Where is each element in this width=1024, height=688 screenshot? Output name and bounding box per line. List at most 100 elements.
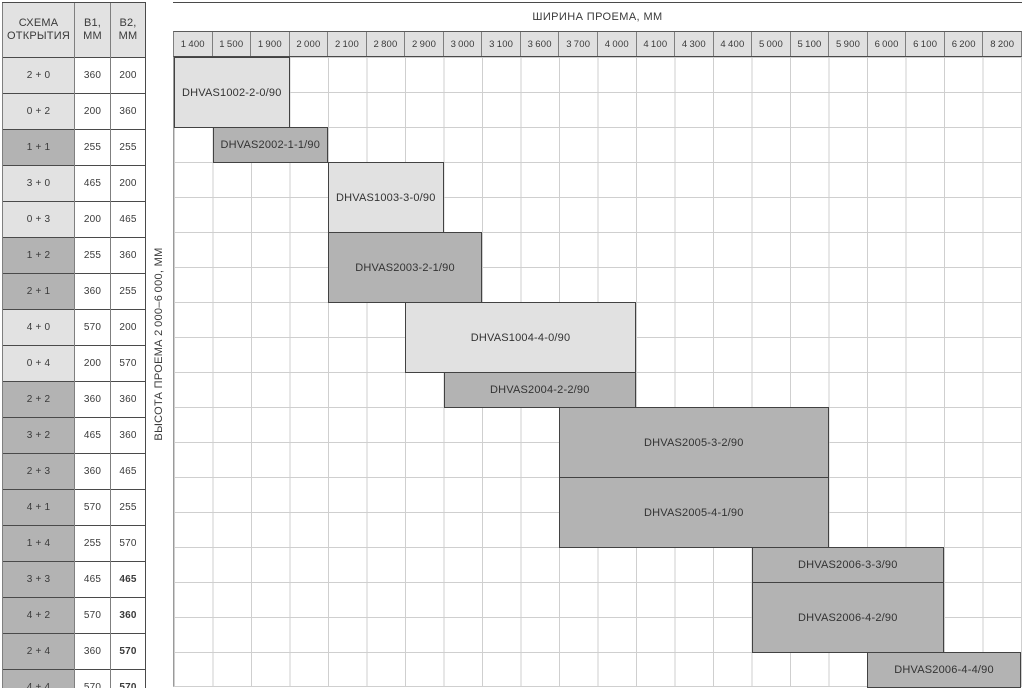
product-bar: DHVAS2006-4-4/90 xyxy=(867,652,1021,688)
product-bar: DHVAS2002-1-1/90 xyxy=(212,127,328,163)
scheme-cell: 0 + 4 xyxy=(2,345,75,382)
product-bar-label: DHVAS2006-4-4/90 xyxy=(894,664,994,676)
chart-title: ШИРИНА ПРОЕМА, ММ xyxy=(532,11,663,23)
x-tick: 4 400 xyxy=(714,32,753,56)
scheme-cell: 2 + 0 xyxy=(2,57,75,94)
b1-cell: 360 xyxy=(74,453,111,490)
x-tick: 3 000 xyxy=(444,32,483,56)
y-axis-label: ВЫСОТА ПРОЕМА 2 000–6 000, ММ xyxy=(153,247,165,441)
b1-cell: 360 xyxy=(74,273,111,310)
scheme-cell: 4 + 0 xyxy=(2,309,75,346)
product-bar: DHVAS2006-3-3/90 xyxy=(751,547,944,583)
b2-cell: 255 xyxy=(110,273,146,310)
scheme-cell: 4 + 1 xyxy=(2,489,75,526)
product-bar-label: DHVAS1003-3-0/90 xyxy=(335,191,436,204)
product-bar: DHVAS1002-2-0/90 xyxy=(174,57,290,128)
b1-cell: 465 xyxy=(74,417,111,454)
b1-cell: 570 xyxy=(74,669,111,688)
scheme-cell: 4 + 4 xyxy=(2,669,75,688)
product-bar-label: DHVAS2006-3-3/90 xyxy=(797,559,898,571)
scheme-cell: 1 + 2 xyxy=(2,237,75,274)
b1-cell: 200 xyxy=(74,345,111,382)
scheme-header-line1: СХЕМА xyxy=(18,17,59,29)
b2-cell: 255 xyxy=(110,129,146,166)
b1-cell: 570 xyxy=(74,489,111,526)
b1-cell: 200 xyxy=(74,93,111,130)
scheme-cell: 2 + 2 xyxy=(2,381,75,418)
b1-cell: 360 xyxy=(74,633,111,670)
x-tick: 2 900 xyxy=(405,32,444,56)
x-tick: 1 400 xyxy=(174,32,213,56)
x-tick: 1 500 xyxy=(213,32,252,56)
b2-cell: 360 xyxy=(110,93,146,130)
b1-column-header: В1, ММ xyxy=(74,2,111,58)
b2-cell: 570 xyxy=(110,633,146,670)
product-bar: DHVAS2004-2-2/90 xyxy=(443,372,636,408)
scheme-cell: 2 + 3 xyxy=(2,453,75,490)
scheme-cell: 0 + 3 xyxy=(2,201,75,238)
b1-cell: 465 xyxy=(74,561,111,598)
b2-cell: 465 xyxy=(110,201,146,238)
scheme-cell: 1 + 1 xyxy=(2,129,75,166)
b1-cell: 360 xyxy=(74,57,111,94)
b2-cell: 570 xyxy=(110,345,146,382)
scheme-cell: 2 + 4 xyxy=(2,633,75,670)
x-tick: 6 100 xyxy=(906,32,945,56)
scheme-cell: 3 + 3 xyxy=(2,561,75,598)
x-tick: 4 100 xyxy=(637,32,676,56)
b2-header-line1: В2, xyxy=(119,17,137,29)
x-tick: 2 000 xyxy=(290,32,329,56)
scheme-cell: 4 + 2 xyxy=(2,597,75,634)
x-tick: 3 700 xyxy=(559,32,599,56)
b2-cell: 255 xyxy=(110,489,146,526)
scheme-column-header: СХЕМА ОТКРЫТИЯ xyxy=(2,2,75,58)
product-bar: DHVAS1004-4-0/90 xyxy=(405,302,636,373)
x-tick: 4 300 xyxy=(675,32,714,56)
b1-cell: 570 xyxy=(74,597,111,634)
b2-cell: 360 xyxy=(110,417,146,454)
x-tick: 2 100 xyxy=(328,32,367,56)
product-bar: DHVAS2003-2-1/90 xyxy=(328,232,482,303)
product-bar-label: DHVAS2002-1-1/90 xyxy=(220,139,321,151)
b2-cell: 465 xyxy=(110,453,146,490)
x-tick: 2 800 xyxy=(367,32,406,56)
x-tick: 6 200 xyxy=(945,32,984,56)
product-bar-label: DHVAS2005-3-2/90 xyxy=(643,436,744,449)
b2-cell: 570 xyxy=(110,669,146,688)
table-header-row: СХЕМА ОТКРЫТИЯ В1, ММ В2, ММ xyxy=(2,2,146,58)
x-tick: 5 000 xyxy=(752,32,791,56)
scheme-cell: 0 + 2 xyxy=(2,93,75,130)
b2-header-line2: ММ xyxy=(118,30,138,42)
b1-cell: 570 xyxy=(74,309,111,346)
product-bar-label: DHVAS2006-4-2/90 xyxy=(797,611,898,624)
x-tick: 5 900 xyxy=(829,32,868,56)
b1-cell: 255 xyxy=(74,237,111,274)
b1-cell: 255 xyxy=(74,525,111,562)
x-tick: 5 100 xyxy=(791,32,830,56)
b1-header-line2: ММ xyxy=(83,30,102,42)
product-bar-label: DHVAS2004-2-2/90 xyxy=(489,384,590,396)
b2-cell: 200 xyxy=(110,165,146,202)
b1-cell: 255 xyxy=(74,129,111,166)
b1-cell: 465 xyxy=(74,165,111,202)
product-bar-label: DHVAS1004-4-0/90 xyxy=(470,331,571,344)
